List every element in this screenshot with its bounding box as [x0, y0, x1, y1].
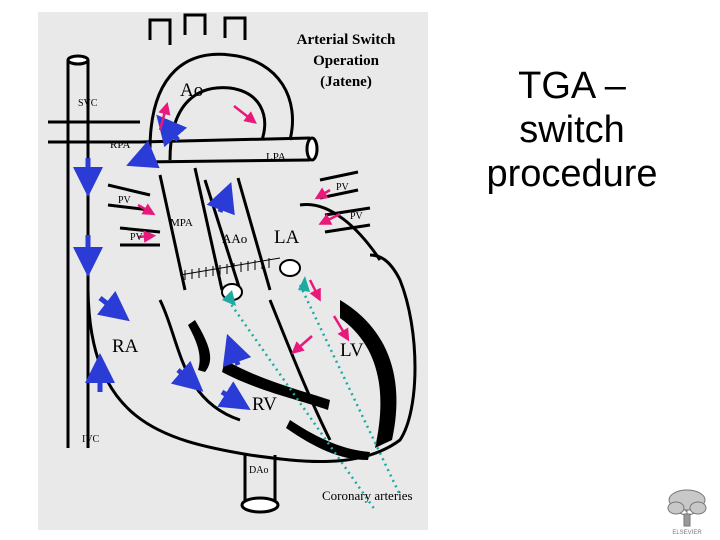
label-dao: DAo — [249, 465, 268, 476]
caption-line: (Jatene) — [320, 74, 372, 90]
label-rv: RV — [252, 394, 277, 415]
caption-line: Arterial Switch — [297, 32, 396, 48]
label-la: LA — [274, 227, 300, 248]
label-ivc: IVC — [82, 434, 100, 445]
red-arrow — [318, 212, 341, 225]
label-mpa: MPA — [170, 217, 193, 229]
red-arrow — [137, 230, 157, 243]
slide-title: TGA – switch procedure — [462, 64, 682, 196]
red-arrow — [332, 315, 350, 342]
logo-text: ELSEVIER — [672, 530, 702, 536]
red-flow-arrows — [137, 101, 350, 355]
red-arrow — [137, 203, 156, 216]
coronary-lines — [226, 284, 402, 511]
label-aao: AAo — [222, 231, 247, 246]
red-arrow — [314, 187, 331, 200]
label-rpa: RPA — [110, 139, 130, 151]
blue-arrow — [96, 290, 130, 322]
blue-flow-arrows — [73, 114, 252, 410]
blue-arrow — [170, 360, 204, 392]
label-svc: SVC — [78, 98, 98, 109]
red-arrow — [291, 335, 313, 355]
label-ao: Ao — [180, 80, 203, 101]
red-arrow — [233, 105, 257, 124]
label-lpa: LPA — [266, 151, 286, 163]
caption-line: Operation — [313, 53, 379, 69]
label-ra: RA — [112, 336, 139, 357]
blue-arrow — [126, 140, 160, 169]
anatomical-labels: Ao SVC RPA LPA PV PV PV PV MPA AAo LA RA… — [78, 80, 413, 503]
ventricle-walls — [188, 300, 397, 460]
label-lv: LV — [340, 340, 364, 361]
blue-arrow — [206, 181, 235, 216]
slide-title-line: procedure — [486, 153, 658, 195]
label-pv: PV — [350, 211, 364, 222]
label-pv: PV — [118, 195, 132, 206]
red-arrow — [158, 101, 171, 131]
label-pv: PV — [130, 232, 144, 243]
diagram-caption: Arterial Switch Operation (Jatene) — [297, 32, 396, 90]
red-arrow — [308, 279, 321, 302]
blue-arrow — [156, 114, 188, 148]
blue-arrow — [222, 333, 252, 368]
slide-title-line: TGA – — [518, 65, 626, 107]
label-coronary: Coronary arteries — [322, 488, 413, 503]
slide-title-line: switch — [519, 109, 625, 151]
coronary-marker-right — [298, 276, 310, 292]
coronary-marker-left — [222, 290, 236, 306]
blue-arrow — [217, 381, 251, 410]
label-pv: PV — [336, 182, 350, 193]
publisher-logo: ELSEVIER — [664, 486, 710, 536]
